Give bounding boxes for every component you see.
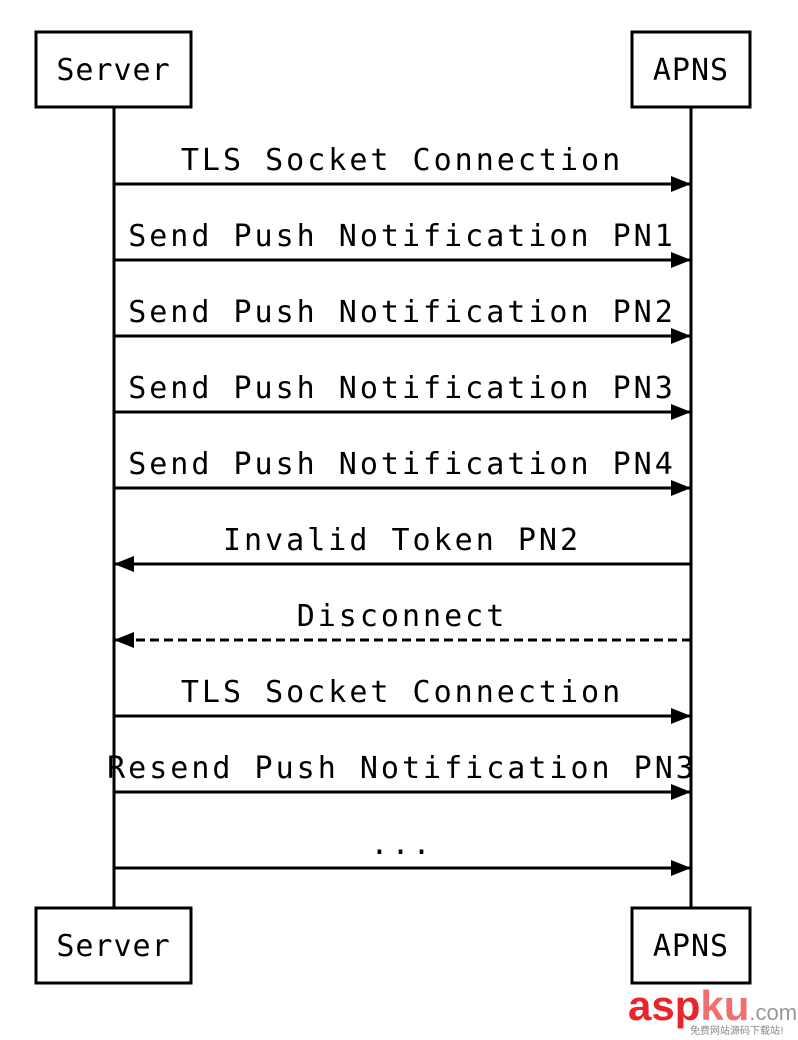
watermark-dotcom: .com <box>749 1000 797 1025</box>
watermark-subtitle: 免费网站源码下载站! <box>690 1024 784 1037</box>
message-label-5: Send Push Notification PN4 <box>128 447 676 482</box>
message-label-3: Send Push Notification PN2 <box>128 295 676 330</box>
message-label-10: ... <box>370 827 433 862</box>
message-label-1: TLS Socket Connection <box>181 143 623 178</box>
message-label-4: Send Push Notification PN3 <box>128 371 676 406</box>
message-label-6: Invalid Token PN2 <box>223 523 581 558</box>
message-label-8: TLS Socket Connection <box>181 675 623 710</box>
apns-box-top: APNS <box>630 30 752 109</box>
server-box-bottom: Server <box>34 906 193 985</box>
watermark-ku: ku <box>700 982 749 1029</box>
apns-box-top-label: APNS <box>653 53 729 88</box>
server-box-top-label: Server <box>56 53 170 88</box>
watermark-logo: aspku.com 免费网站源码下载站! <box>628 982 797 1037</box>
watermark-asp: asp <box>628 982 700 1029</box>
message-label-7: Disconnect <box>297 599 508 634</box>
server-box-bottom-label: Server <box>56 929 170 964</box>
svg-text:aspku.com: aspku.com <box>628 982 797 1029</box>
message-label-9: Resend Push Notification PN3 <box>107 751 697 786</box>
message-label-2: Send Push Notification PN1 <box>128 219 676 254</box>
apns-box-bottom-label: APNS <box>653 929 729 964</box>
server-box-top: Server <box>34 30 193 109</box>
apns-box-bottom: APNS <box>630 906 752 985</box>
